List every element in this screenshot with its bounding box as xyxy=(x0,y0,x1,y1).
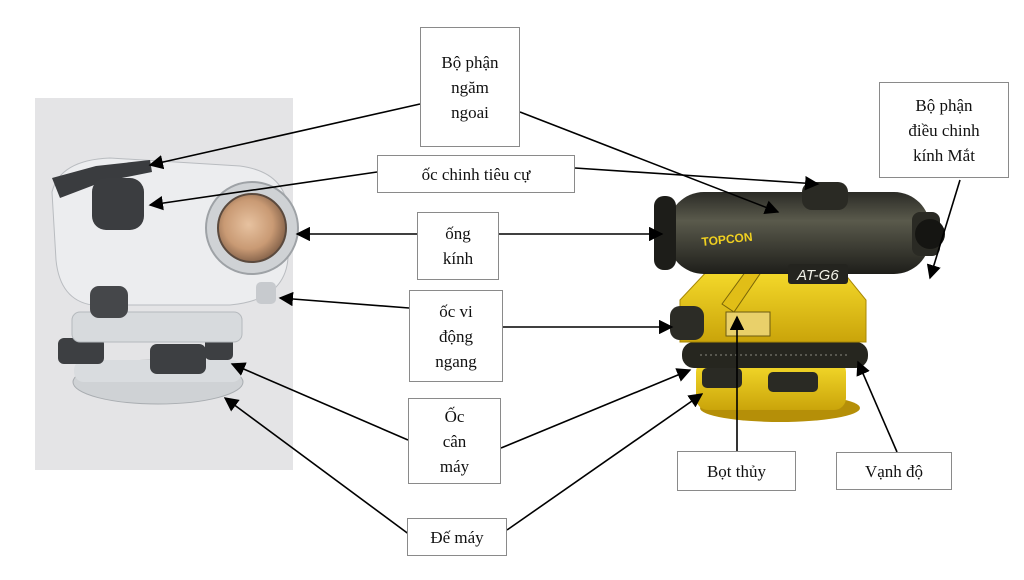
arrow-de-may-left xyxy=(223,397,411,536)
right-side-knob xyxy=(670,306,704,340)
right-instrument: TOPCON AT-G6 xyxy=(654,182,945,422)
arrow-can-may-left xyxy=(230,362,409,441)
label-bot-thuy: Bọt thủy xyxy=(677,451,796,491)
arrow-can-may-right xyxy=(500,368,692,449)
arrow-tieu-cu-right xyxy=(574,167,820,191)
left-turntable xyxy=(71,311,243,343)
label-can-may: Ốc cân máy xyxy=(408,398,501,484)
label-ngam-ngoai: Bộ phận ngăm ngoai xyxy=(420,27,520,147)
label-de-may: Đế máy xyxy=(407,518,507,556)
leveling-screws-right xyxy=(702,368,818,392)
telescope-tube xyxy=(668,192,930,274)
arrow-de-may-right xyxy=(506,393,704,531)
label-tieu-cu: ốc chinh tiêu cự xyxy=(377,155,575,193)
arrow-vi-dong-left xyxy=(278,291,410,309)
arrow-ngam-ngoai-left xyxy=(148,103,421,170)
arrow-dieu-chinh-kinh-mat xyxy=(926,179,961,280)
label-vanh-do: Vạnh độ xyxy=(836,452,952,490)
objective-lens xyxy=(217,193,287,263)
leveling-screws-left xyxy=(58,336,233,374)
arrow-vanh-do xyxy=(856,360,898,453)
right-top-knob xyxy=(802,182,848,210)
bubble-window xyxy=(725,311,771,337)
label-dieu-chinh-kinh-mat: Bộ phận điều chinh kính Mắt xyxy=(879,82,1009,178)
brand-text: TOPCON xyxy=(701,230,753,249)
label-ong-kinh: ống kính xyxy=(417,212,499,280)
fine-motion-knob xyxy=(90,286,128,318)
focus-knob xyxy=(92,178,144,230)
arrow-tieu-cu-left xyxy=(148,171,378,211)
label-vi-dong-ngang: ốc vi động ngang xyxy=(409,290,503,382)
left-instrument xyxy=(35,98,299,470)
model-text: AT-G6 xyxy=(796,267,839,284)
objective-end xyxy=(654,196,676,270)
arrows xyxy=(148,103,961,536)
arrow-ngam-ngoai-right xyxy=(519,111,780,215)
